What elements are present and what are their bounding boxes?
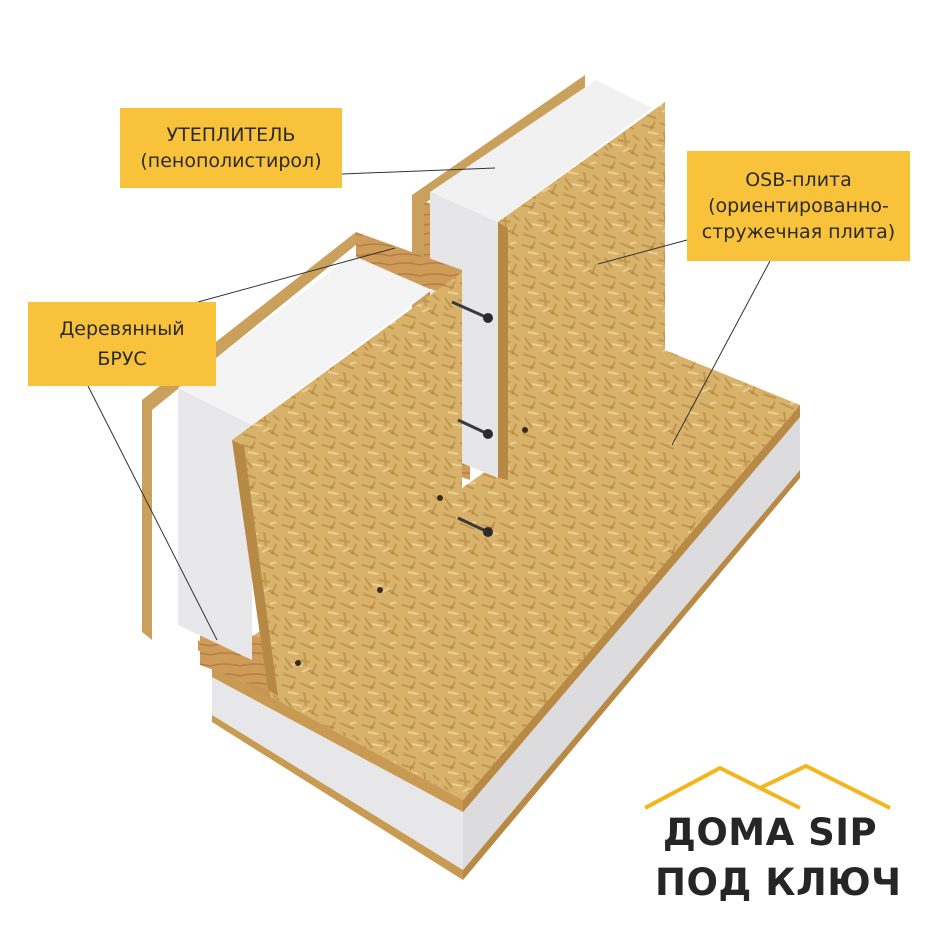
floor-panel (198, 348, 800, 880)
floor-foam-side (212, 665, 463, 870)
screw-3 (457, 516, 493, 537)
floor-osb-bottom-edge (212, 715, 463, 880)
back-wall-osb-face (498, 102, 665, 478)
floor-osb-edge-front (463, 405, 800, 812)
logo: ДОМА SIP ПОД КЛЮЧ (655, 808, 902, 908)
back-wall-osb-edge (498, 222, 508, 480)
front-wall-osb-edge (232, 440, 278, 696)
front-wall-foam-top (178, 255, 432, 425)
front-wall-panel (142, 232, 462, 696)
back-wall-foam-top (430, 80, 652, 222)
label-insulation-line1: УТЕПЛИТЕЛЬ (166, 124, 296, 146)
front-wall-beam (356, 232, 462, 300)
label-osb-line2: (ориентированно- (708, 195, 889, 217)
screw-hole-1 (522, 427, 528, 433)
front-wall-foam-side (178, 388, 252, 660)
screws (295, 300, 528, 666)
leader-insulation (341, 167, 496, 175)
screw-hole-4 (295, 660, 301, 666)
logo-line1: ДОМА SIP (662, 811, 878, 854)
front-wall-osb-face (232, 272, 462, 695)
leader-lines (87, 167, 771, 641)
label-beam: Деревянный БРУС (28, 302, 216, 386)
label-beam-line1: Деревянный (59, 318, 185, 340)
floor-foam-front (463, 405, 800, 870)
floor-osb-bottom-edge-front (463, 470, 800, 880)
label-osb-line3: стружечная плита) (701, 221, 896, 243)
leader-osb-floor (671, 260, 771, 446)
label-insulation: УТЕПЛИТЕЛЬ (пенополистирол) (120, 108, 342, 188)
screw-hole-3 (377, 587, 383, 593)
leader-beam-top (197, 247, 396, 303)
screw-2 (457, 418, 493, 439)
leader-beam-bottom (87, 385, 218, 641)
screw-1 (451, 300, 493, 323)
label-insulation-line2: (пенополистирол) (140, 150, 322, 172)
label-osb-line1: OSB-плита (745, 169, 852, 191)
screw-hole-2 (437, 495, 443, 501)
label-beam-line2: БРУС (97, 348, 147, 370)
label-osb: OSB-плита (ориентированно- стружечная пл… (687, 151, 910, 261)
logo-roof-icon (644, 763, 891, 810)
back-wall-osb-left (412, 75, 585, 470)
floor-osb-top (212, 348, 800, 800)
leader-osb-wall (597, 239, 688, 265)
floor-osb-edge (212, 665, 463, 812)
logo-line2: ПОД КЛЮЧ (655, 861, 902, 904)
